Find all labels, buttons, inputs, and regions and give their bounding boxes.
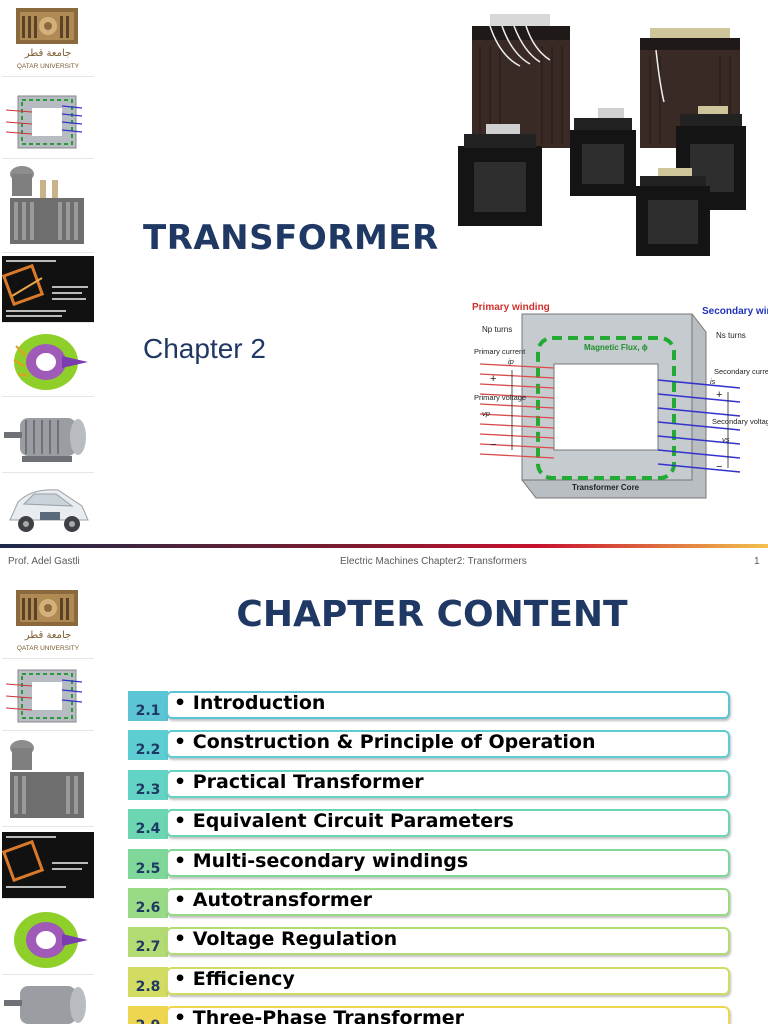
thumb-electric-motor-2: [2, 976, 94, 1024]
toc-section-number: 2.2: [128, 730, 168, 761]
footer-course: Electric Machines Chapter2: Transformers: [340, 556, 527, 567]
toc-item: 2.2 • Construction & Principle of Operati…: [128, 730, 730, 761]
toc-item-bar: [166, 966, 730, 995]
thumb-electric-car: [2, 476, 94, 544]
toc-item-bar: [166, 1006, 730, 1024]
sidebar-thumbnails-2: جامعة قطر QATAR UNIVERSITY: [0, 576, 96, 1024]
toc-item-bar: [166, 888, 730, 916]
toc-item-label: • Autotransformer: [174, 889, 372, 911]
toc-item-bar: [166, 691, 730, 719]
label-primary-voltage: Primary voltage: [474, 393, 526, 402]
footer-author: Prof. Adel Gastli: [8, 556, 80, 567]
logo-english: QATAR UNIVERSITY: [17, 63, 80, 70]
qatar-university-logo: جامعة قطر QATAR UNIVERSITY: [2, 0, 94, 77]
toc-section-number: 2.8: [128, 966, 168, 997]
toc-item: 2.1 • Introduction: [128, 691, 730, 721]
thumb-oil-transformer-2: [2, 734, 94, 827]
toc-item: 2.6 • Autotransformer: [128, 888, 730, 918]
label-ns-turns: Ns turns: [716, 331, 746, 340]
transformer-diagram: Primary winding Np turns Secondary windi…: [460, 292, 768, 512]
toc-item-label: • Efficiency: [174, 967, 295, 990]
label-secondary-winding: Secondary winding: [702, 306, 768, 317]
toc-section-number: 2.1: [128, 691, 168, 721]
label-vp: vp: [482, 409, 490, 418]
toc-section-number: 2.4: [128, 809, 168, 840]
slide-2-title: CHAPTER CONTENT: [236, 594, 628, 635]
toc-item: 2.5 • Multi-secondary windings: [128, 848, 730, 879]
toc-item-label: • Practical Transformer: [174, 770, 424, 793]
label-minus-secondary: −: [716, 461, 722, 473]
toc-item: 2.3 • Practical Transformer: [128, 769, 730, 800]
thumb-electric-motor: [2, 400, 94, 473]
label-plus-primary: +: [490, 373, 496, 385]
toc-item-label: • Construction & Principle of Operation: [174, 731, 596, 754]
toc-section-number: 2.7: [128, 927, 168, 958]
thumb-oil-transformer: [2, 160, 94, 253]
label-minus-primary: −: [490, 439, 496, 451]
label-secondary-voltage: Secondary voltage: [712, 417, 768, 426]
label-vs: vs: [722, 435, 730, 444]
label-np-turns: Np turns: [482, 325, 512, 334]
toc-item-bar: [166, 809, 730, 838]
toc-item-label: • Equivalent Circuit Parameters: [174, 810, 514, 833]
toc-item-bar: [166, 730, 730, 759]
label-secondary-current: Secondary current: [714, 367, 768, 376]
thumb-motor-diagram: [2, 256, 94, 323]
toc-section-number: 2.6: [128, 888, 168, 918]
toc-item: 2.7 • Voltage Regulation: [128, 927, 730, 958]
thumb-motor-diagram-2: [2, 832, 94, 899]
slide-2: جامعة قطر QATAR UNIVERSITY: [0, 576, 768, 1024]
toc-section-number: 2.9: [128, 1006, 168, 1024]
toc-item-label: • Multi-secondary windings: [174, 849, 469, 872]
toc-item-label: • Introduction: [174, 692, 326, 714]
label-transformer-core: Transformer Core: [572, 483, 640, 492]
toc-item-bar: [166, 848, 730, 877]
thumb-stator-coil-2: [2, 904, 94, 975]
slide-subtitle: Chapter 2: [143, 333, 266, 364]
footer-page-number: 1: [754, 556, 760, 567]
toc-section-number: 2.5: [128, 848, 168, 879]
slide-1: جامعة قطر QATAR UNIVERSITY: [0, 0, 768, 548]
transformers-photo: [450, 6, 750, 264]
thumb-transformer-diagram: [2, 86, 94, 159]
label-primary-winding: Primary winding: [472, 302, 550, 313]
toc-item-bar: [166, 769, 730, 798]
slide-divider-stripe: [0, 544, 768, 548]
qatar-university-logo-2: جامعة قطر QATAR UNIVERSITY: [2, 582, 94, 659]
toc-item: 2.9 • Three-Phase Transformer: [128, 1006, 730, 1024]
thumb-stator-coil: [2, 326, 94, 397]
label-primary-current: Primary current: [474, 347, 526, 356]
label-magnetic-flux: Magnetic Flux, ϕ: [584, 343, 648, 352]
toc-item-bar: [166, 927, 730, 956]
toc-section-number: 2.3: [128, 769, 168, 800]
logo-english-2: QATAR UNIVERSITY: [17, 645, 80, 652]
sidebar-thumbnails: جامعة قطر QATAR UNIVERSITY: [0, 0, 96, 548]
logo-arabic: جامعة قطر: [24, 48, 71, 59]
toc-item: 2.4 • Equivalent Circuit Parameters: [128, 809, 730, 840]
toc-item-label: • Voltage Regulation: [174, 928, 398, 951]
slide-footer: Prof. Adel Gastli Electric Machines Chap…: [0, 548, 768, 576]
logo-arabic-2: جامعة قطر: [24, 630, 71, 641]
slide-title: TRANSFORMER: [143, 218, 439, 258]
thumb-transformer-diagram-2: [2, 662, 94, 731]
label-is: is: [710, 377, 716, 386]
label-plus-secondary: +: [716, 389, 722, 401]
label-ip: ip: [508, 357, 514, 366]
toc-item: 2.8 • Efficiency: [128, 966, 730, 997]
toc-item-label: • Three-Phase Transformer: [174, 1007, 465, 1024]
